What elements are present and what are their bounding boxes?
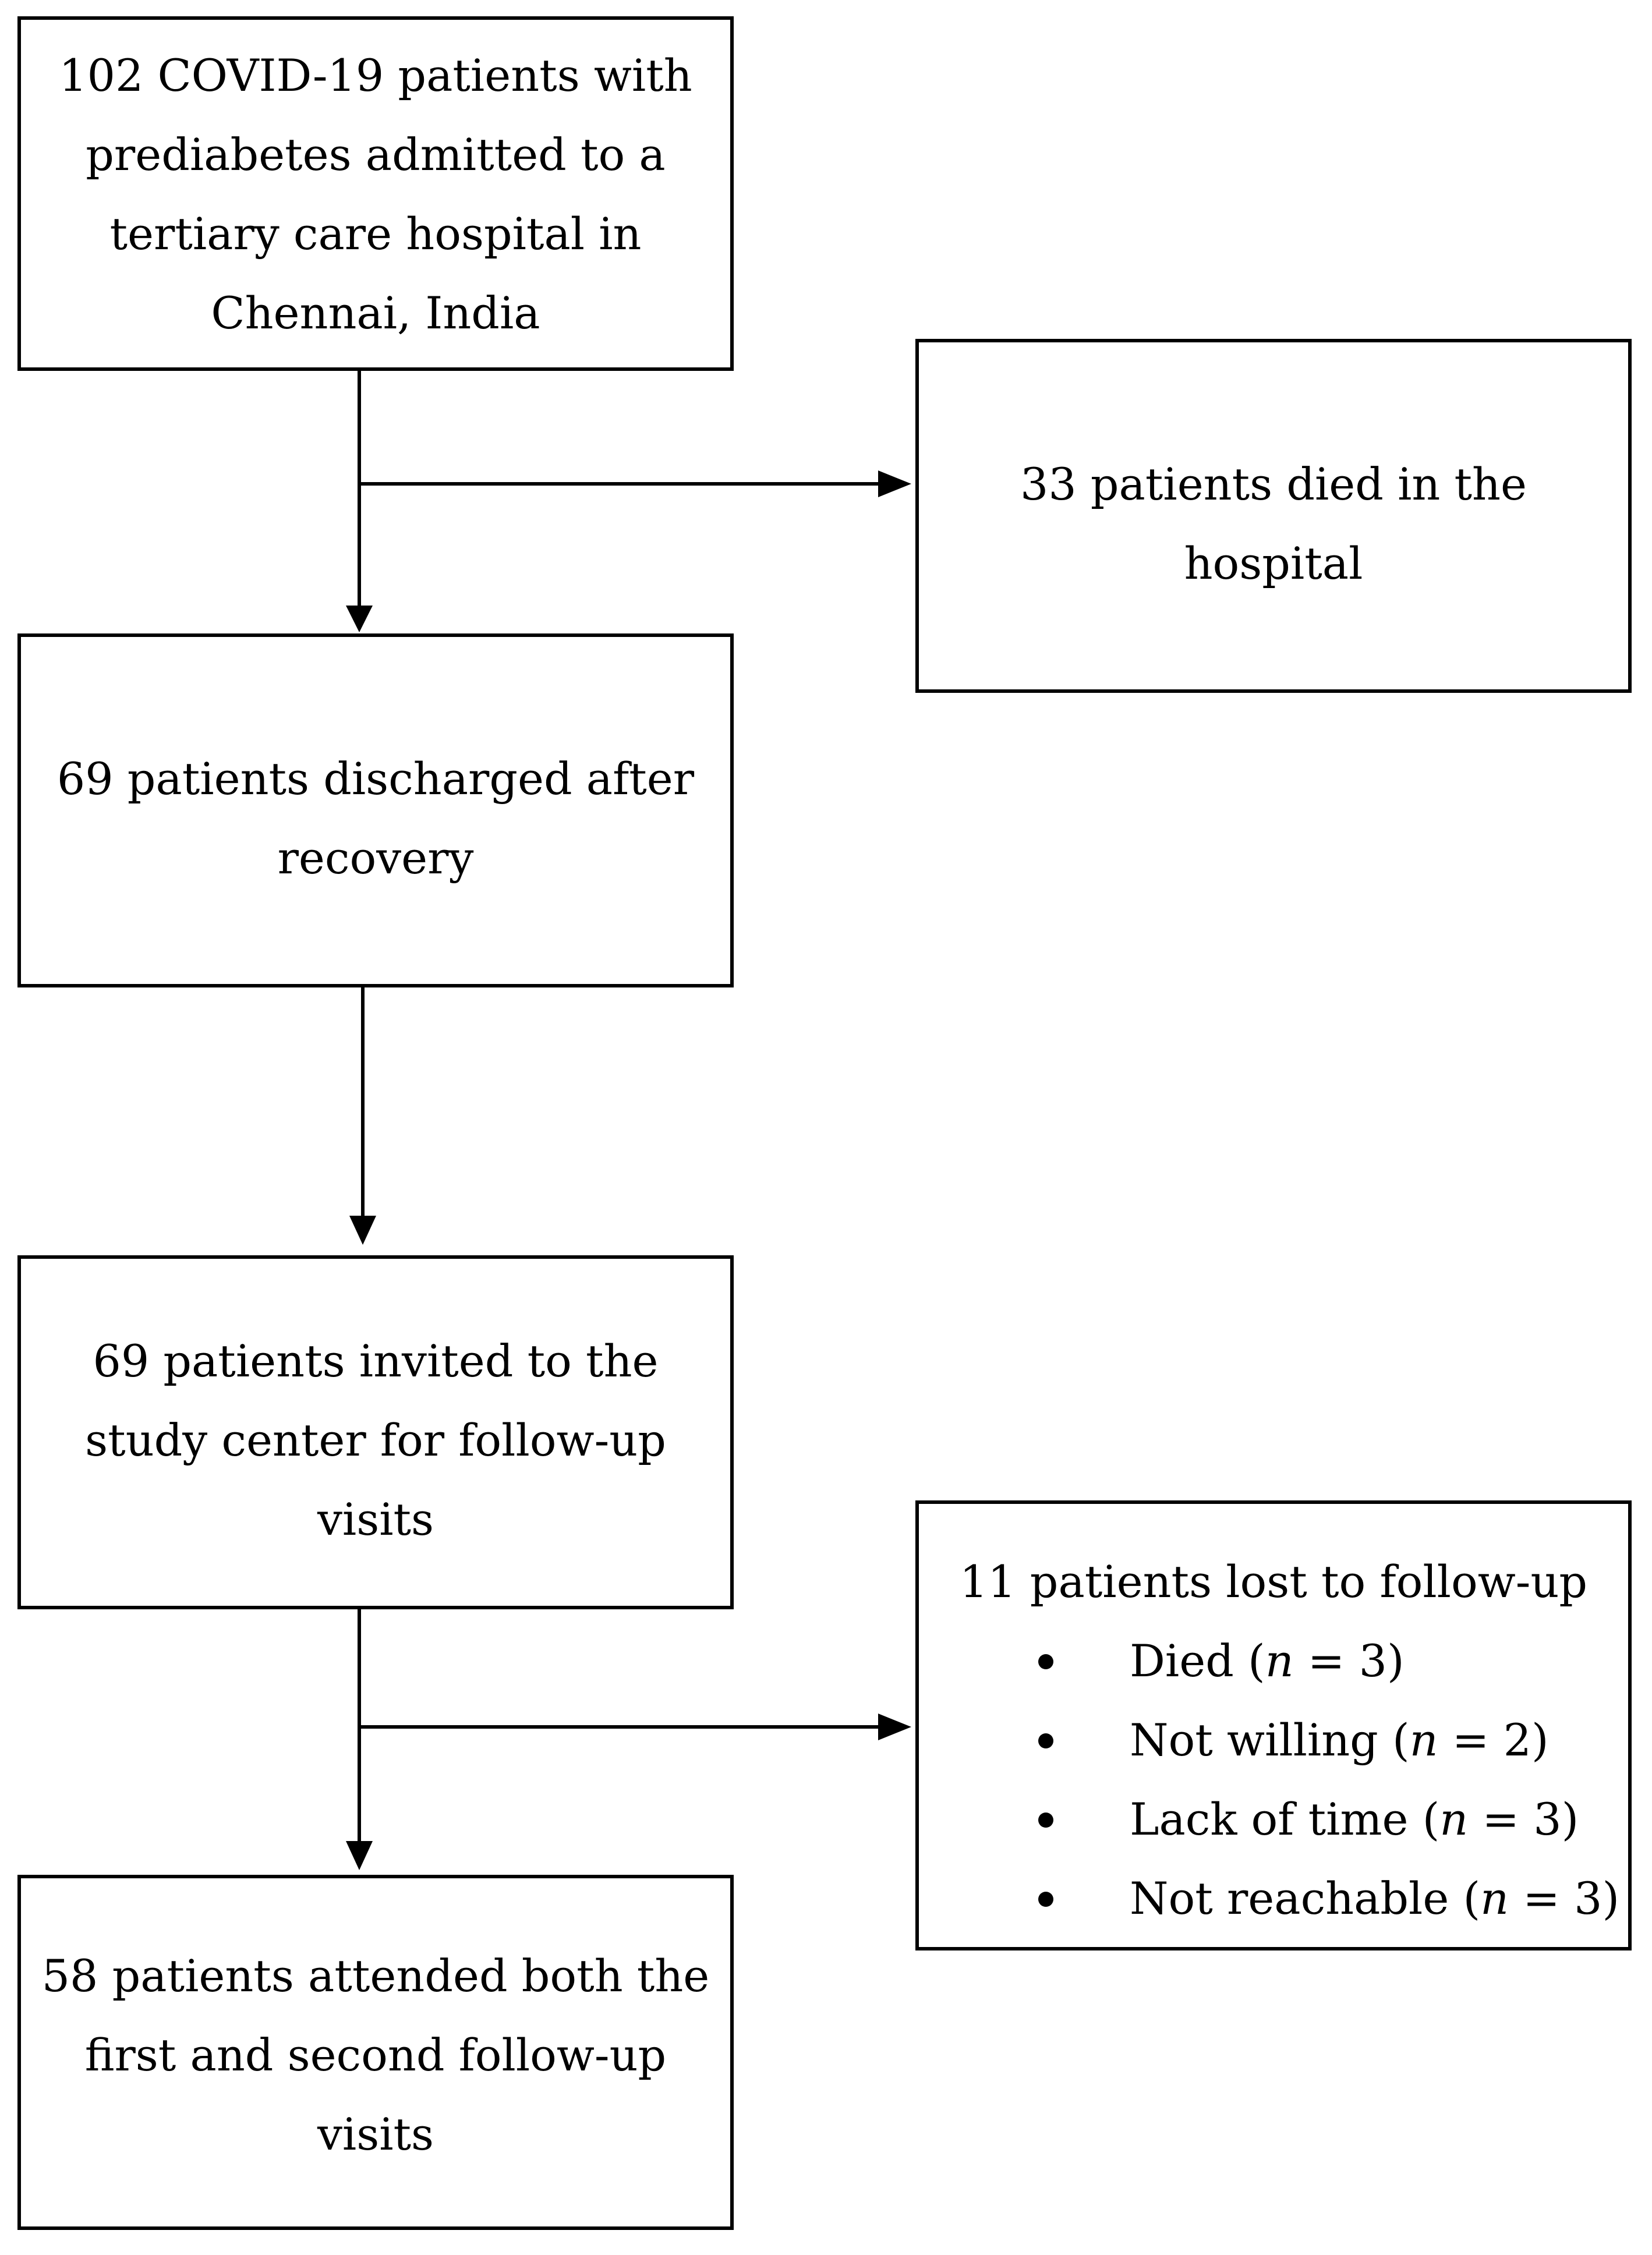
reason-count: = 3) [1293, 1635, 1405, 1687]
reason-count: = 3) [1468, 1793, 1579, 1845]
text-line: 69 patients invited to the [93, 1335, 659, 1387]
text-line: study center for follow-up [85, 1414, 666, 1466]
lost-reason-text: Not willing (n = 2) [1130, 1701, 1549, 1780]
reason-label: Not reachable ( [1130, 1872, 1481, 1924]
text-line: visits [317, 1493, 434, 1545]
invited-patients-text: 69 patients invited to the study center … [38, 1322, 713, 1559]
died-in-hospital-box: 33 patients died in the hospital [915, 339, 1632, 693]
text-line: tertiary care hospital in [109, 208, 642, 260]
text-line: Chennai, India [211, 287, 540, 339]
lost-reason-text: Died (n = 3) [1130, 1622, 1405, 1701]
admitted-patients-box: 102 COVID-19 patients with prediabetes a… [17, 16, 734, 371]
attended-both-visits-box: 58 patients attended both the first and … [17, 1875, 734, 2230]
text-line: 33 patients died in the [1020, 458, 1527, 510]
arrowhead-right-icon [878, 470, 911, 497]
arrowhead-right-icon [878, 1714, 911, 1740]
bullet-icon [1038, 1892, 1053, 1907]
reason-label: Not willing ( [1130, 1714, 1410, 1766]
attended-both-visits-text: 58 patients attended both the first and … [38, 1937, 713, 2174]
admitted-patients-text: 102 COVID-19 patients with prediabetes a… [38, 36, 713, 353]
text-line: prediabetes admitted to a [86, 129, 666, 180]
text-line: hospital [1184, 537, 1363, 589]
invited-patients-box: 69 patients invited to the study center … [17, 1255, 734, 1609]
died-in-hospital-text: 33 patients died in the hospital [936, 445, 1611, 603]
arrowhead-down-icon [346, 1841, 373, 1870]
lost-to-follow-up-box: 11 patients lost to follow-up Died (n = … [915, 1500, 1632, 1950]
reason-count: = 3) [1509, 1872, 1620, 1924]
reason-label: Died ( [1130, 1635, 1265, 1687]
lost-to-follow-up-title: 11 patients lost to follow-up [959, 1556, 1588, 1608]
bullet-icon [1038, 1654, 1053, 1669]
arrowhead-down-icon [349, 1216, 376, 1245]
list-item: Not reachable (n = 3) [919, 1859, 1628, 1938]
lost-reasons-list: Died (n = 3) Not willing (n = 2) Lack of… [919, 1622, 1628, 1938]
reason-count: = 2) [1438, 1714, 1549, 1766]
n-symbol: n [1409, 1714, 1438, 1766]
n-symbol: n [1265, 1635, 1294, 1687]
n-symbol: n [1480, 1872, 1509, 1924]
discharged-patients-text: 69 patients discharged after recovery [38, 739, 713, 898]
text-line: 102 COVID-19 patients with [59, 49, 692, 101]
list-item: Died (n = 3) [919, 1622, 1628, 1701]
text-line: recovery [277, 832, 474, 884]
text-line: 69 patients discharged after [56, 753, 695, 805]
arrowhead-down-icon [346, 606, 373, 632]
text-line: first and second follow-up [84, 2029, 667, 2081]
text-line: 58 patients attended both the [41, 1950, 710, 2002]
discharged-patients-box: 69 patients discharged after recovery [17, 633, 734, 987]
list-item: Lack of time (n = 3) [919, 1780, 1628, 1859]
list-item: Not willing (n = 2) [919, 1701, 1628, 1780]
lost-reason-text: Not reachable (n = 3) [1130, 1859, 1619, 1938]
lost-reason-text: Lack of time (n = 3) [1130, 1780, 1579, 1859]
bullet-icon [1038, 1813, 1053, 1828]
bullet-icon [1038, 1733, 1053, 1748]
text-line: visits [317, 2108, 434, 2160]
n-symbol: n [1439, 1793, 1469, 1845]
reason-label: Lack of time ( [1130, 1793, 1440, 1845]
